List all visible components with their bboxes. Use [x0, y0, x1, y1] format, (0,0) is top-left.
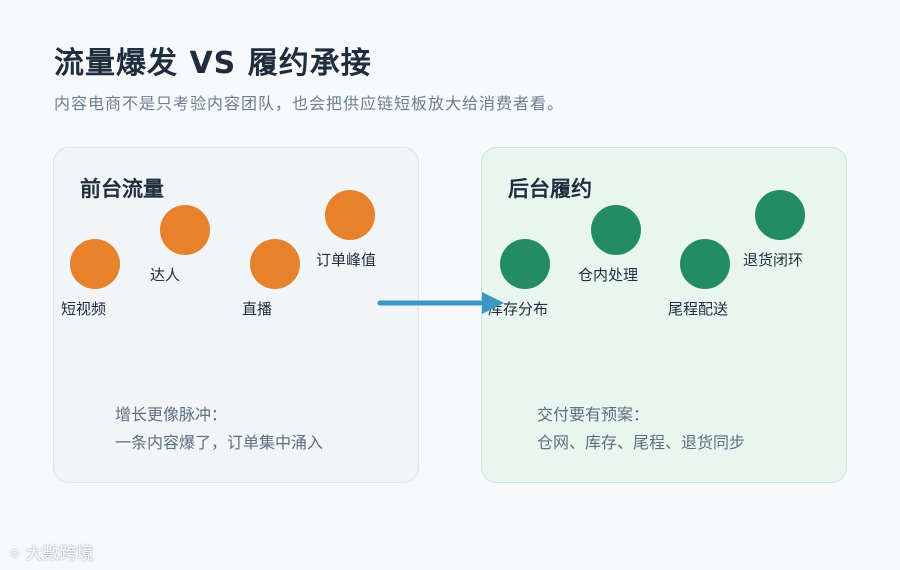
- traffic-note-line2: 一条内容爆了，订单集中涌入: [115, 433, 324, 452]
- livestream-label: 直播: [242, 300, 273, 318]
- last-mile-label: 尾程配送: [668, 300, 729, 318]
- last-mile-node: [680, 239, 730, 289]
- influencer-label: 达人: [150, 266, 181, 284]
- short-video-label: 短视频: [61, 300, 107, 318]
- returns-node: [755, 190, 805, 240]
- order-peak-label: 订单峰值: [316, 251, 377, 269]
- page-title: 流量爆发 VS 履约承接: [54, 46, 372, 81]
- fulfillment-note: 交付要有预案： 仓网、库存、尾程、退货同步: [537, 401, 745, 457]
- fulfillment-panel: 后台履约 库存分布 仓内处理 尾程配送 退货闭环 交付要有预案： 仓网、库存、尾…: [481, 147, 847, 483]
- traffic-note-line1: 增长更像脉冲：: [115, 405, 228, 424]
- warehouse-node: [591, 205, 641, 255]
- chat-bubble-icon: ⚪: [8, 544, 22, 563]
- fulfillment-note-line1: 交付要有预案：: [537, 405, 650, 424]
- traffic-note: 增长更像脉冲： 一条内容爆了，订单集中涌入: [115, 401, 323, 457]
- page-subtitle: 内容电商不是只考验内容团队，也会把供应链短板放大给消费者看。: [54, 94, 565, 113]
- inventory-label: 库存分布: [488, 300, 549, 318]
- watermark: ⚪大數跨境: [8, 539, 93, 564]
- fulfillment-note-line2: 仓网、库存、尾程、退货同步: [537, 433, 746, 452]
- returns-label: 退货闭环: [743, 251, 804, 269]
- order-peak-node: [325, 190, 375, 240]
- traffic-panel-title: 前台流量: [80, 177, 164, 201]
- fulfillment-panel-title: 后台履约: [508, 177, 592, 201]
- warehouse-label: 仓内处理: [578, 266, 639, 284]
- inventory-node: [500, 239, 550, 289]
- livestream-node: [250, 239, 300, 289]
- short-video-node: [70, 239, 120, 289]
- watermark-text: 大數跨境: [25, 544, 94, 564]
- influencer-node: [160, 205, 210, 255]
- traffic-panel: 前台流量 短视频 达人 直播 订单峰值 增长更像脉冲： 一条内容爆了，订单集中涌…: [53, 147, 419, 483]
